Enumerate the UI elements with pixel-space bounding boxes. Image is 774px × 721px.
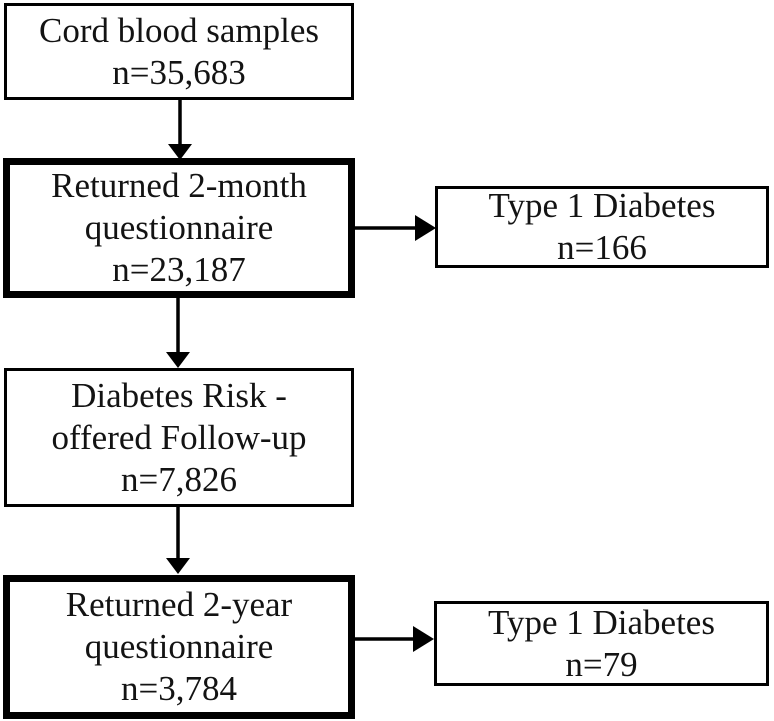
arrow-2month-to-type1-166 (355, 215, 436, 241)
node-count: n=166 (557, 228, 647, 267)
node-label: questionnaire (84, 208, 274, 247)
node-returned-2-year-questionnaire: Returned 2-year questionnaire n=3,784 (3, 575, 355, 719)
arrow-cordblood-to-2month (168, 100, 192, 160)
node-count: n=23,187 (112, 250, 246, 289)
node-count: n=7,826 (121, 459, 237, 499)
node-label: Cord blood samples (39, 10, 319, 50)
node-type-1-diabetes-79: Type 1 Diabetes n=79 (434, 601, 769, 686)
node-label: Type 1 Diabetes (488, 602, 715, 642)
arrow-2year-to-type1-79 (355, 626, 434, 652)
node-label: Type 1 Diabetes (488, 186, 716, 225)
arrow-2month-to-diabetesrisk (166, 298, 190, 368)
node-count: n=3,784 (121, 669, 237, 708)
node-type-1-diabetes-166: Type 1 Diabetes n=166 (435, 186, 769, 268)
node-cord-blood-samples: Cord blood samples n=35,683 (4, 3, 354, 100)
node-label: Diabetes Risk - (71, 375, 287, 415)
node-count: n=35,683 (112, 52, 246, 92)
node-label: offered Follow-up (51, 417, 307, 457)
node-label: questionnaire (84, 627, 274, 666)
node-label: Returned 2-year (65, 585, 293, 624)
node-label: Returned 2-month (51, 166, 307, 205)
node-diabetes-risk-offered-follow-up: Diabetes Risk - offered Follow-up n=7,82… (4, 368, 354, 507)
node-count: n=79 (565, 644, 638, 684)
node-returned-2-month-questionnaire: Returned 2-month questionnaire n=23,187 (3, 158, 355, 298)
arrow-diabetesrisk-to-2year (166, 507, 190, 574)
